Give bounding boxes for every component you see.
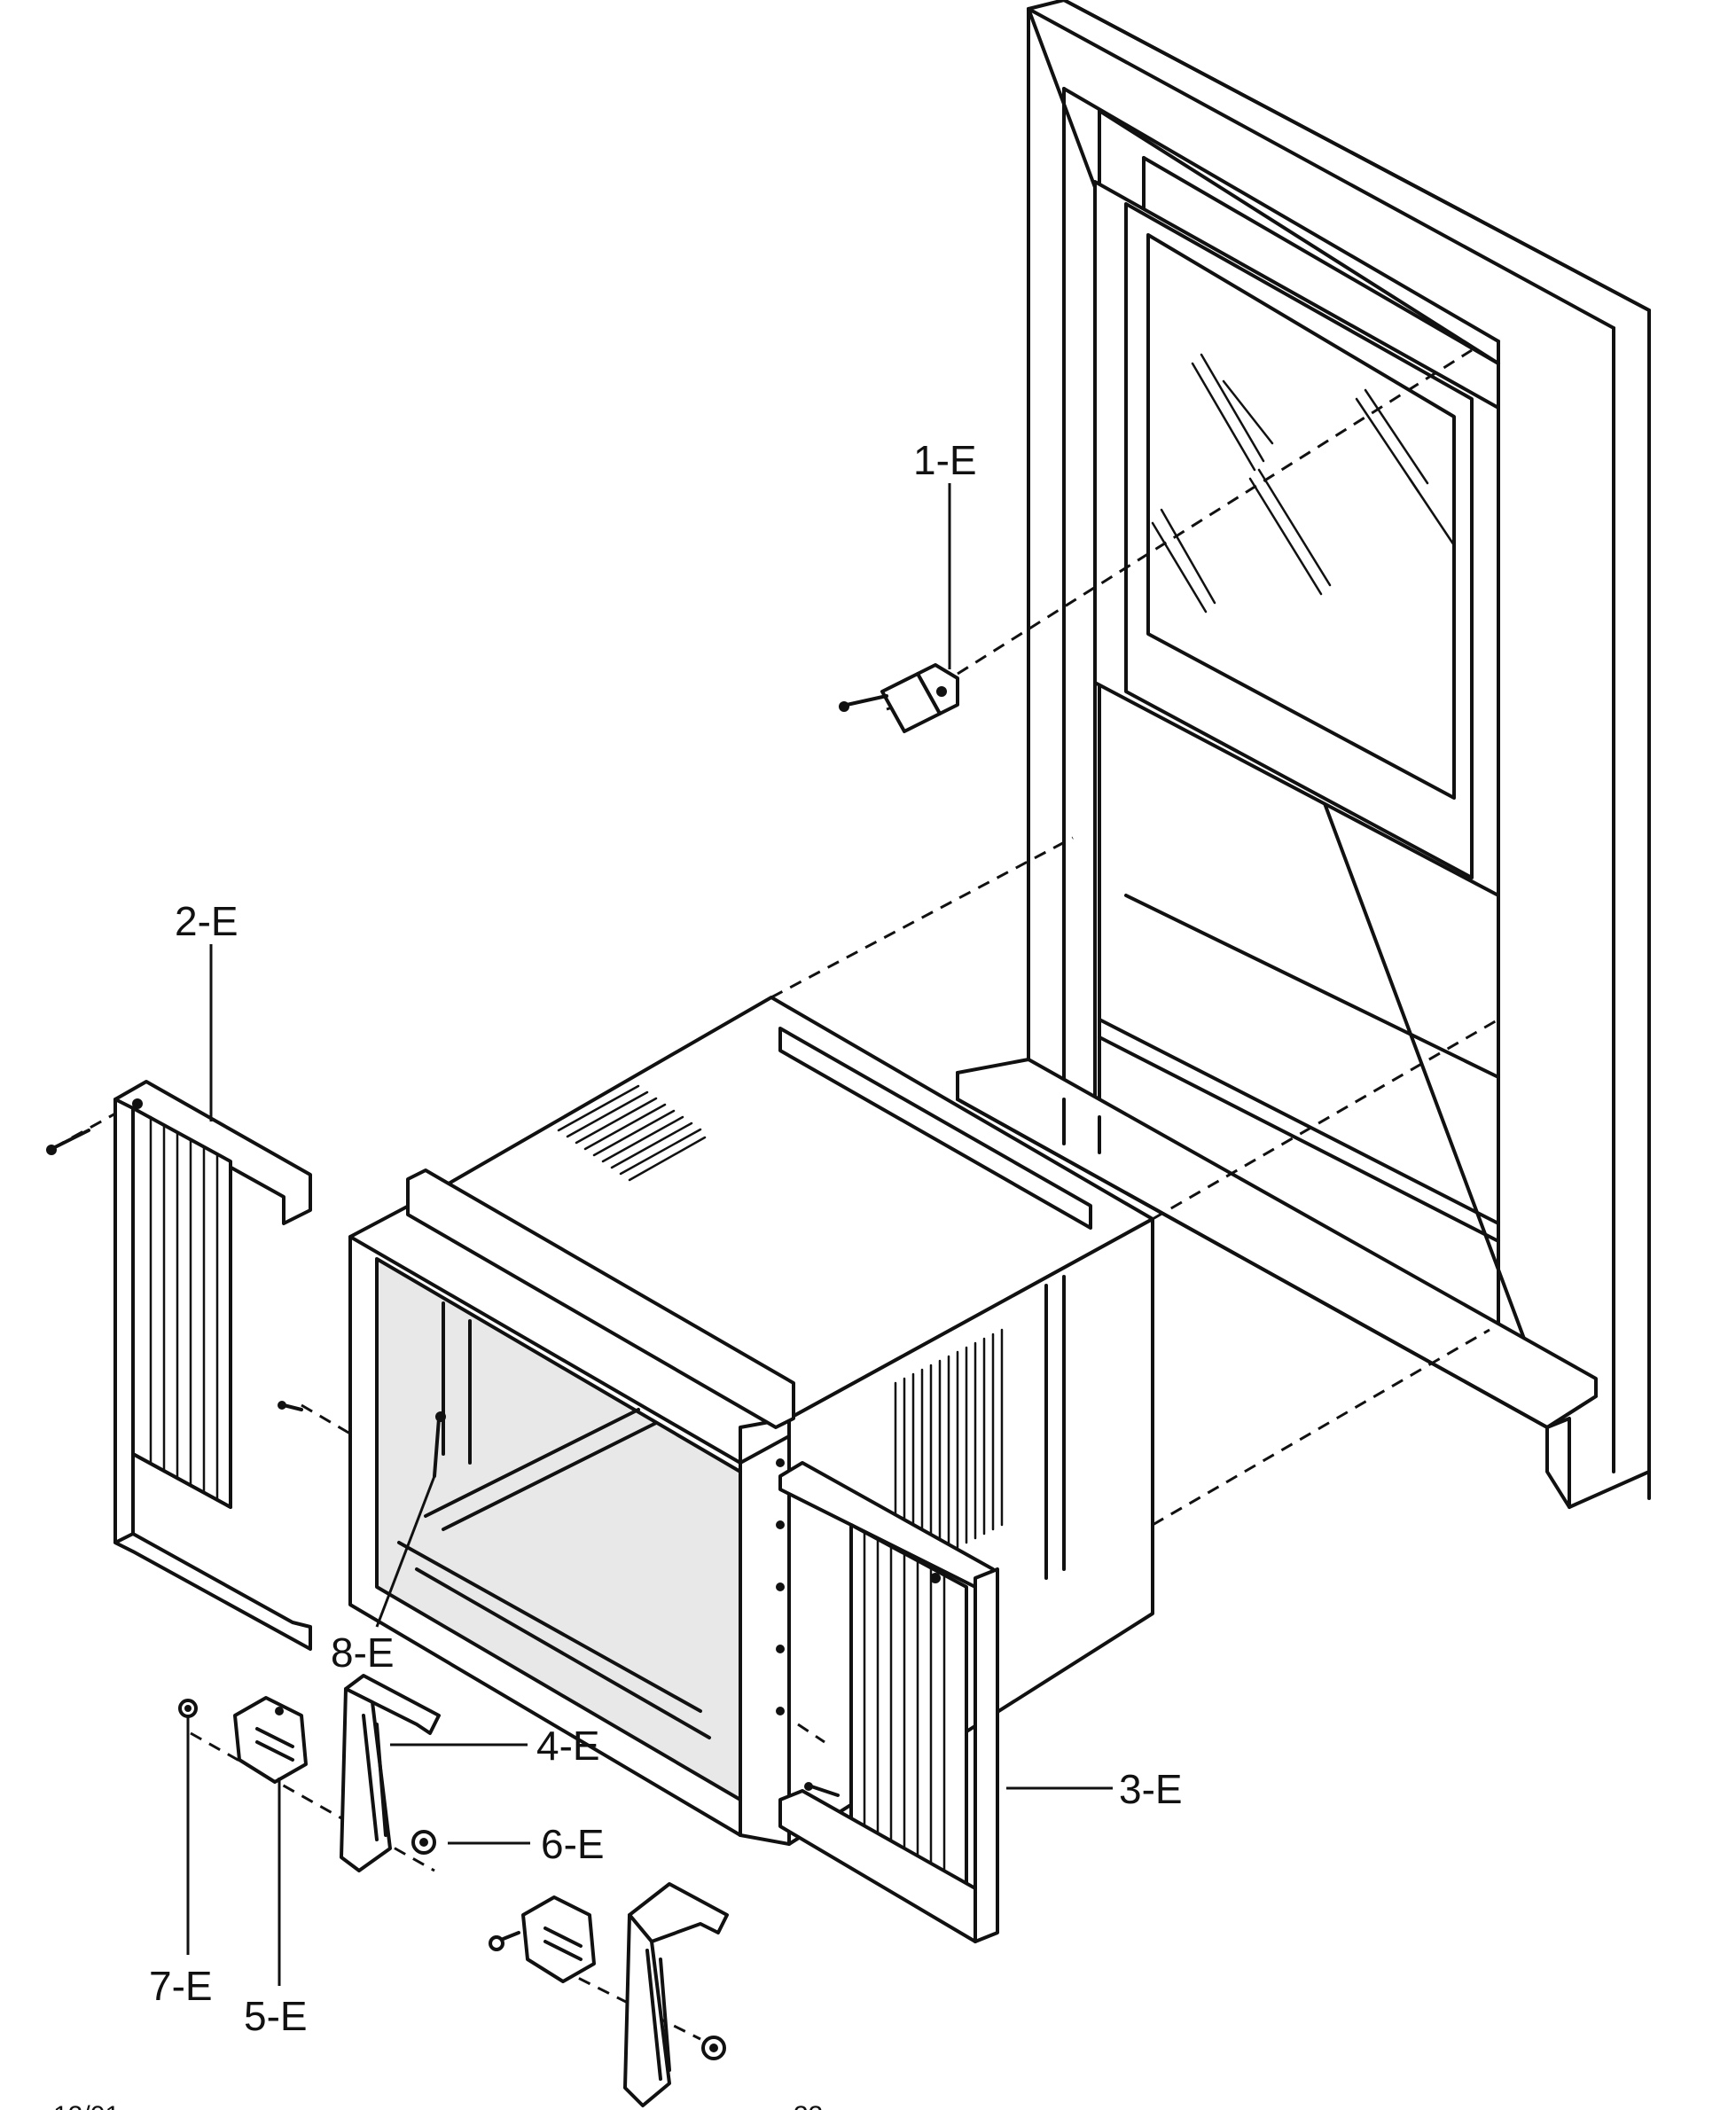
callout-8e: 8-E: [331, 1629, 395, 1676]
callout-6e: 6-E: [541, 1821, 605, 1867]
leader-lines: [186, 483, 1113, 1986]
top-vent-grille: [557, 1084, 707, 1182]
window-frame: [956, 0, 1651, 1509]
callout-2e: 2-E: [175, 898, 239, 944]
part-side-curtain-2e: [46, 1080, 312, 1651]
callout-1e: 1-E: [913, 437, 977, 483]
part-screw-8e: [433, 1411, 446, 1478]
assembly-lines: [52, 348, 1499, 2041]
callout-4e: 4-E: [536, 1723, 600, 1769]
footer-date: 12/01: [53, 2101, 120, 2110]
callout-labels: 1-E 2-E 3-E 4-E 5-E 6-E 7-E 8-E: [149, 437, 1183, 2039]
part-support-bracket-4e: [340, 1674, 441, 1872]
second-bracket-set: [489, 1882, 729, 2107]
part-side-curtain-3e: [778, 1461, 999, 1943]
callout-7e: 7-E: [149, 1963, 213, 2009]
right-panel-pleats: [863, 1532, 946, 1915]
ac-cabinet: [348, 996, 1154, 1846]
part-clip-5e: [233, 1696, 308, 1784]
left-panel-pleats: [149, 1115, 219, 1502]
footer-page-number: 33: [794, 2101, 823, 2110]
part-nut-6e: [411, 1830, 436, 1855]
part-bracket-1e: [839, 663, 959, 733]
callout-5e: 5-E: [244, 1993, 308, 2039]
page-footer: 12/01 33: [53, 2101, 823, 2110]
callout-3e: 3-E: [1119, 1766, 1183, 1812]
part-screw-7e: [178, 1699, 198, 1718]
side-vent-grille: [894, 1328, 1004, 1580]
